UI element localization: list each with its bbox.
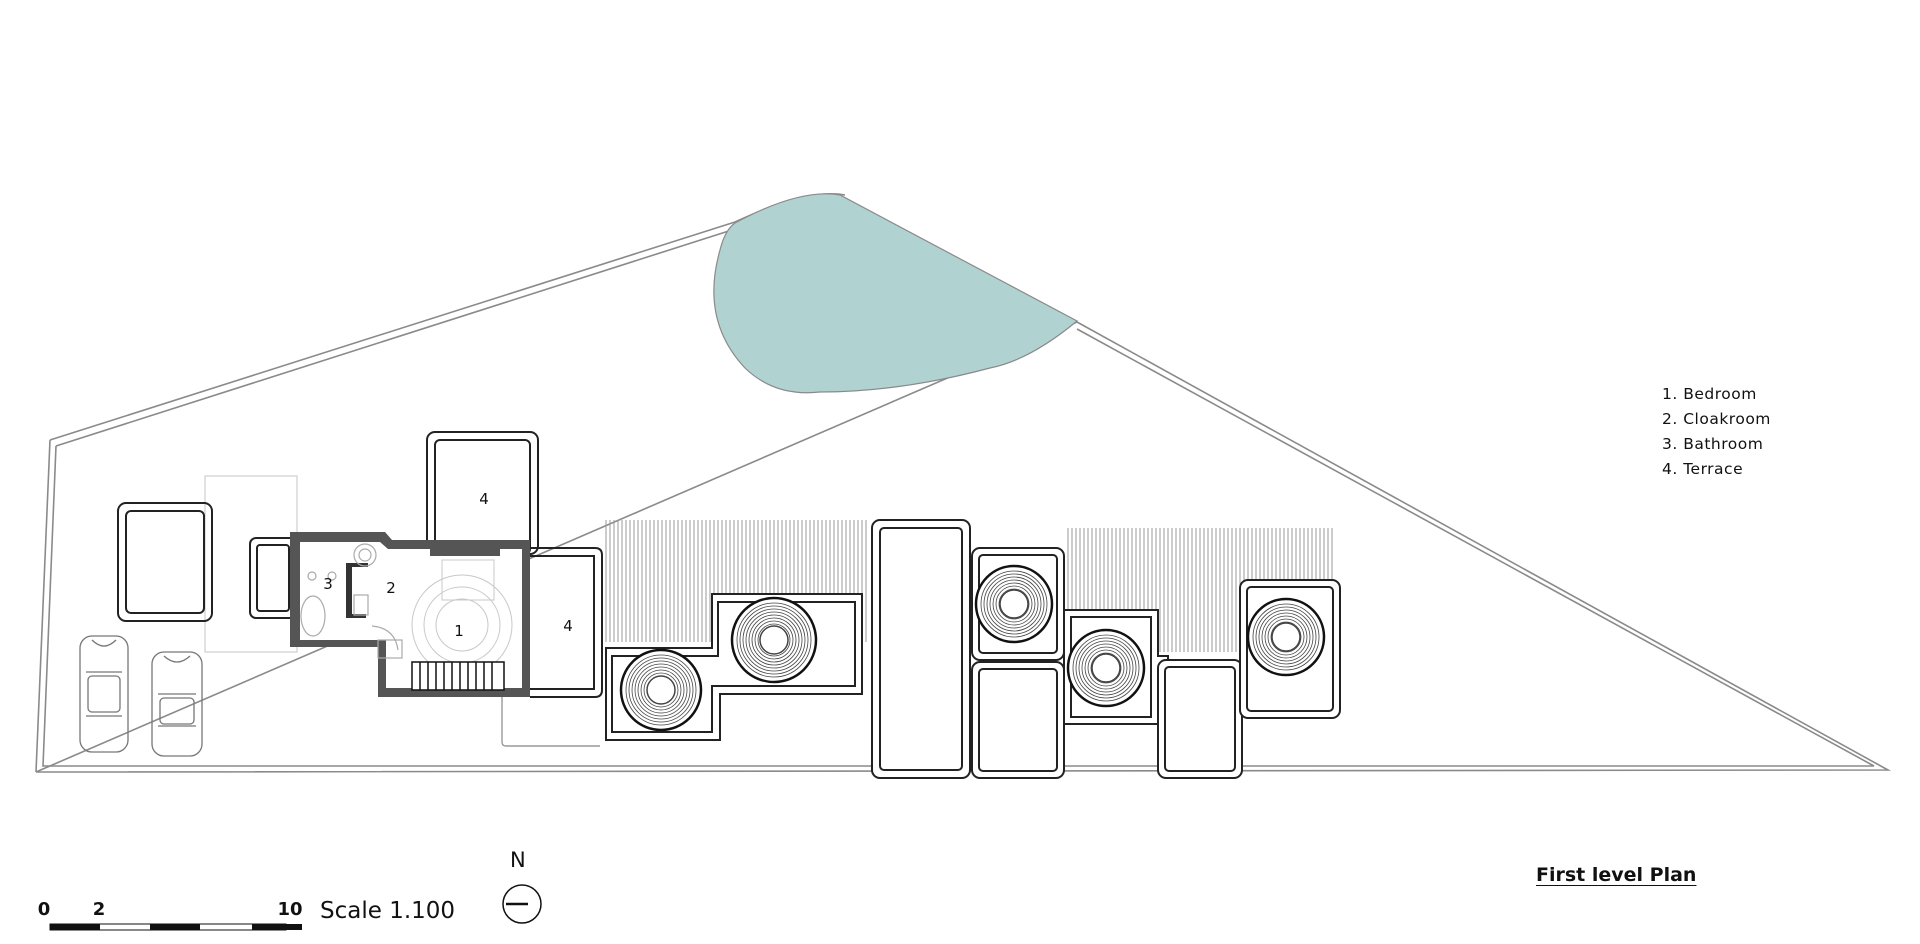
room-number-bedroom: 1 — [454, 622, 464, 640]
staircase — [411, 661, 505, 691]
skylight-5 — [1246, 597, 1326, 677]
north-arrow-icon — [502, 884, 542, 924]
scale-bar: 0 2 10 — [38, 899, 303, 931]
room-number-cloakroom: 2 — [386, 579, 396, 597]
skylight-4 — [1066, 628, 1146, 708]
bedroom-block-walls — [290, 532, 530, 697]
roof-box-small — [249, 537, 297, 619]
skylight-2 — [730, 596, 818, 684]
terrace-east — [530, 547, 603, 698]
room-number-terrace-north: 4 — [479, 490, 489, 508]
scale-tick-2: 2 — [93, 899, 106, 920]
room-number-terrace-east: 4 — [563, 617, 573, 635]
room-legend: 1. Bedroom 2. Cloakroom 3. Bathroom 4. T… — [1662, 382, 1771, 482]
scale-tick-0: 0 — [38, 899, 51, 920]
plan-title: First level Plan — [1536, 864, 1697, 886]
legend-item-cloakroom: 2. Cloakroom — [1662, 410, 1771, 428]
deck-hatch-left — [605, 520, 867, 642]
skylight-1 — [619, 648, 703, 732]
north-label: N — [510, 848, 526, 872]
legend-item-bedroom: 1. Bedroom — [1662, 385, 1757, 403]
legend-item-bathroom: 3. Bathroom — [1662, 435, 1764, 453]
skylight-3 — [974, 564, 1054, 644]
roof-box-left — [117, 502, 213, 622]
scale-tick-10: 10 — [277, 899, 302, 920]
bathroom-fixtures — [300, 543, 403, 659]
pod-roofs — [605, 519, 1341, 779]
entry-path — [501, 697, 600, 747]
car-1 — [79, 635, 129, 753]
skylights — [619, 564, 1326, 732]
room-number-bathroom: 3 — [323, 575, 333, 593]
scale-label: Scale 1.100 — [320, 898, 456, 924]
car-2 — [151, 651, 203, 757]
legend-item-terrace: 4. Terrace — [1662, 460, 1744, 478]
pool — [713, 193, 1079, 394]
